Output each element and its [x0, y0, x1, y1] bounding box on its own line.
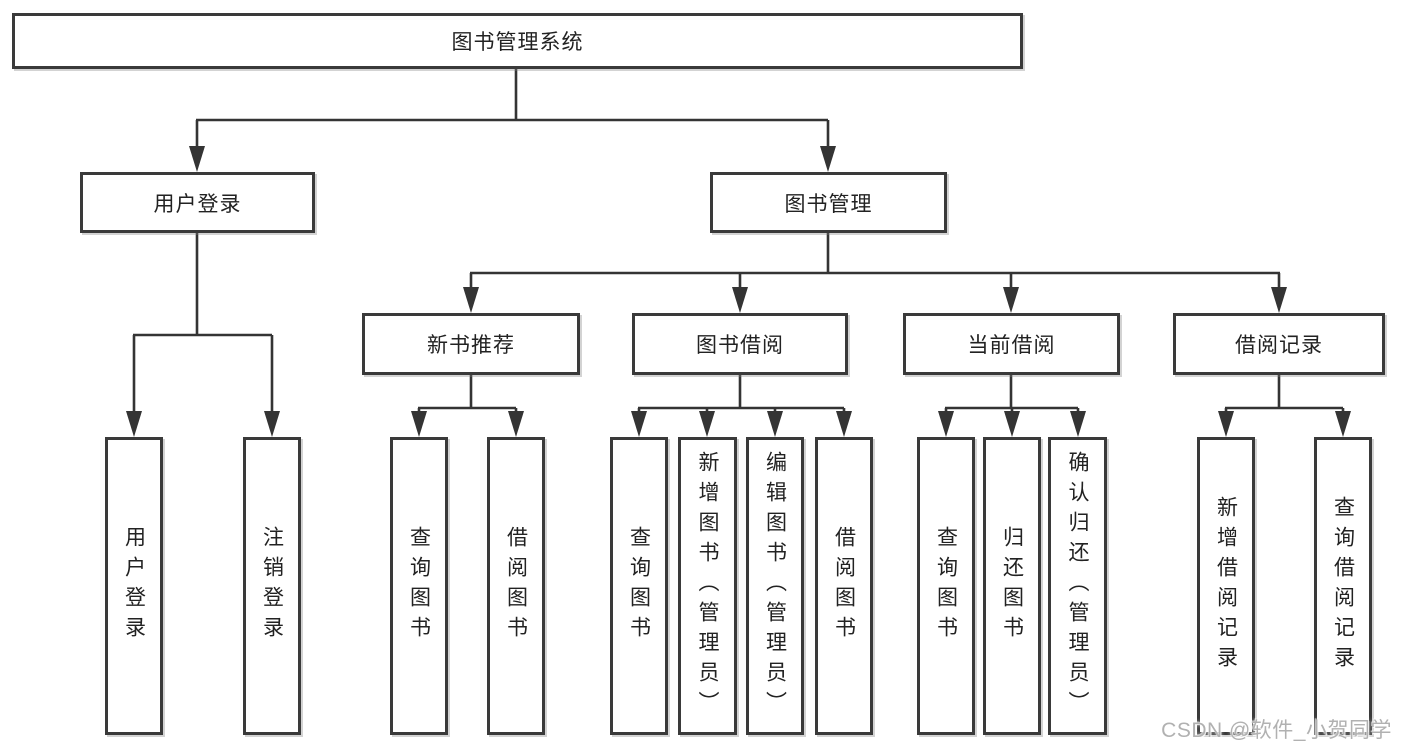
leaf-query-borrow-record: 查询借阅记录 [1314, 437, 1372, 735]
leaf-query-books-current: 查询图书 [917, 437, 975, 735]
node-user-login: 用户登录 [80, 172, 315, 233]
connector-root-to-level2 [195, 68, 830, 148]
node-library-management-system: 图书管理系统 [12, 13, 1023, 69]
node-new-book-recommend: 新书推荐 [362, 313, 580, 375]
node-borrow-records: 借阅记录 [1173, 313, 1385, 375]
node-label: 图书管理 [784, 192, 873, 216]
arrowheads-book-management-to-level3 [463, 287, 1287, 313]
node-label: 用户登录 [153, 192, 242, 216]
leaf-label: 编辑图书（管理员） [763, 451, 787, 721]
leaf-query-books-borrow: 查询图书 [610, 437, 668, 735]
leaf-add-books-admin: 新增图书（管理员） [678, 437, 737, 735]
leaf-add-borrow-record: 新增借阅记录 [1197, 437, 1255, 735]
leaf-return-books: 归还图书 [983, 437, 1041, 735]
leaf-label: 注销登录 [260, 526, 284, 646]
leaf-borrow-books-recommend: 借阅图书 [487, 437, 545, 735]
arrowheads-new-book-to-leaves [411, 411, 524, 437]
node-label: 当前借阅 [967, 334, 1056, 357]
leaf-label: 用户登录 [122, 526, 146, 646]
leaf-label: 新增借阅记录 [1214, 496, 1238, 676]
node-label: 图书管理系统 [451, 31, 584, 54]
node-book-management: 图书管理 [710, 172, 947, 233]
leaf-logout: 注销登录 [243, 437, 301, 735]
connector-current-borrow-to-leaves [944, 375, 1080, 413]
connector-user-login-to-leaves [132, 233, 274, 413]
leaf-label: 借阅图书 [504, 526, 528, 646]
leaf-label: 查询图书 [934, 526, 958, 646]
watermark-csdn: CSDN @软件_小贺同学 [1161, 719, 1392, 742]
arrowheads-root-to-level2 [189, 146, 836, 172]
connector-borrow-records-to-leaves [1224, 375, 1345, 413]
leaf-label: 借阅图书 [832, 526, 856, 646]
leaf-label: 查询图书 [407, 526, 431, 646]
connector-book-management-to-level3 [469, 233, 1281, 289]
node-label: 借阅记录 [1235, 334, 1323, 357]
node-current-borrow: 当前借阅 [903, 313, 1120, 375]
connector-new-book-to-leaves [417, 375, 518, 413]
leaf-borrow-books: 借阅图书 [815, 437, 873, 735]
leaf-query-books-recommend: 查询图书 [390, 437, 448, 735]
arrowheads-borrow-records-to-leaves [1218, 411, 1351, 437]
arrowheads-book-borrow-to-leaves [631, 411, 852, 437]
leaf-user-login: 用户登录 [105, 437, 163, 735]
leaf-label: 新增图书（管理员） [696, 451, 719, 721]
connector-book-borrow-to-leaves [637, 375, 846, 413]
node-book-borrow: 图书借阅 [632, 313, 848, 375]
arrowheads-user-login-to-leaves [126, 411, 280, 437]
arrowheads-current-borrow-to-leaves [938, 411, 1086, 437]
leaf-label: 查询借阅记录 [1331, 496, 1355, 676]
leaf-label: 查询图书 [627, 526, 651, 646]
leaf-label: 确认归还（管理员） [1066, 451, 1089, 721]
leaf-confirm-return-admin: 确认归还（管理员） [1048, 437, 1107, 735]
node-label: 图书借阅 [696, 334, 784, 357]
leaf-edit-books-admin: 编辑图书（管理员） [746, 437, 804, 735]
leaf-label: 归还图书 [1000, 526, 1024, 646]
node-label: 新书推荐 [427, 334, 515, 357]
